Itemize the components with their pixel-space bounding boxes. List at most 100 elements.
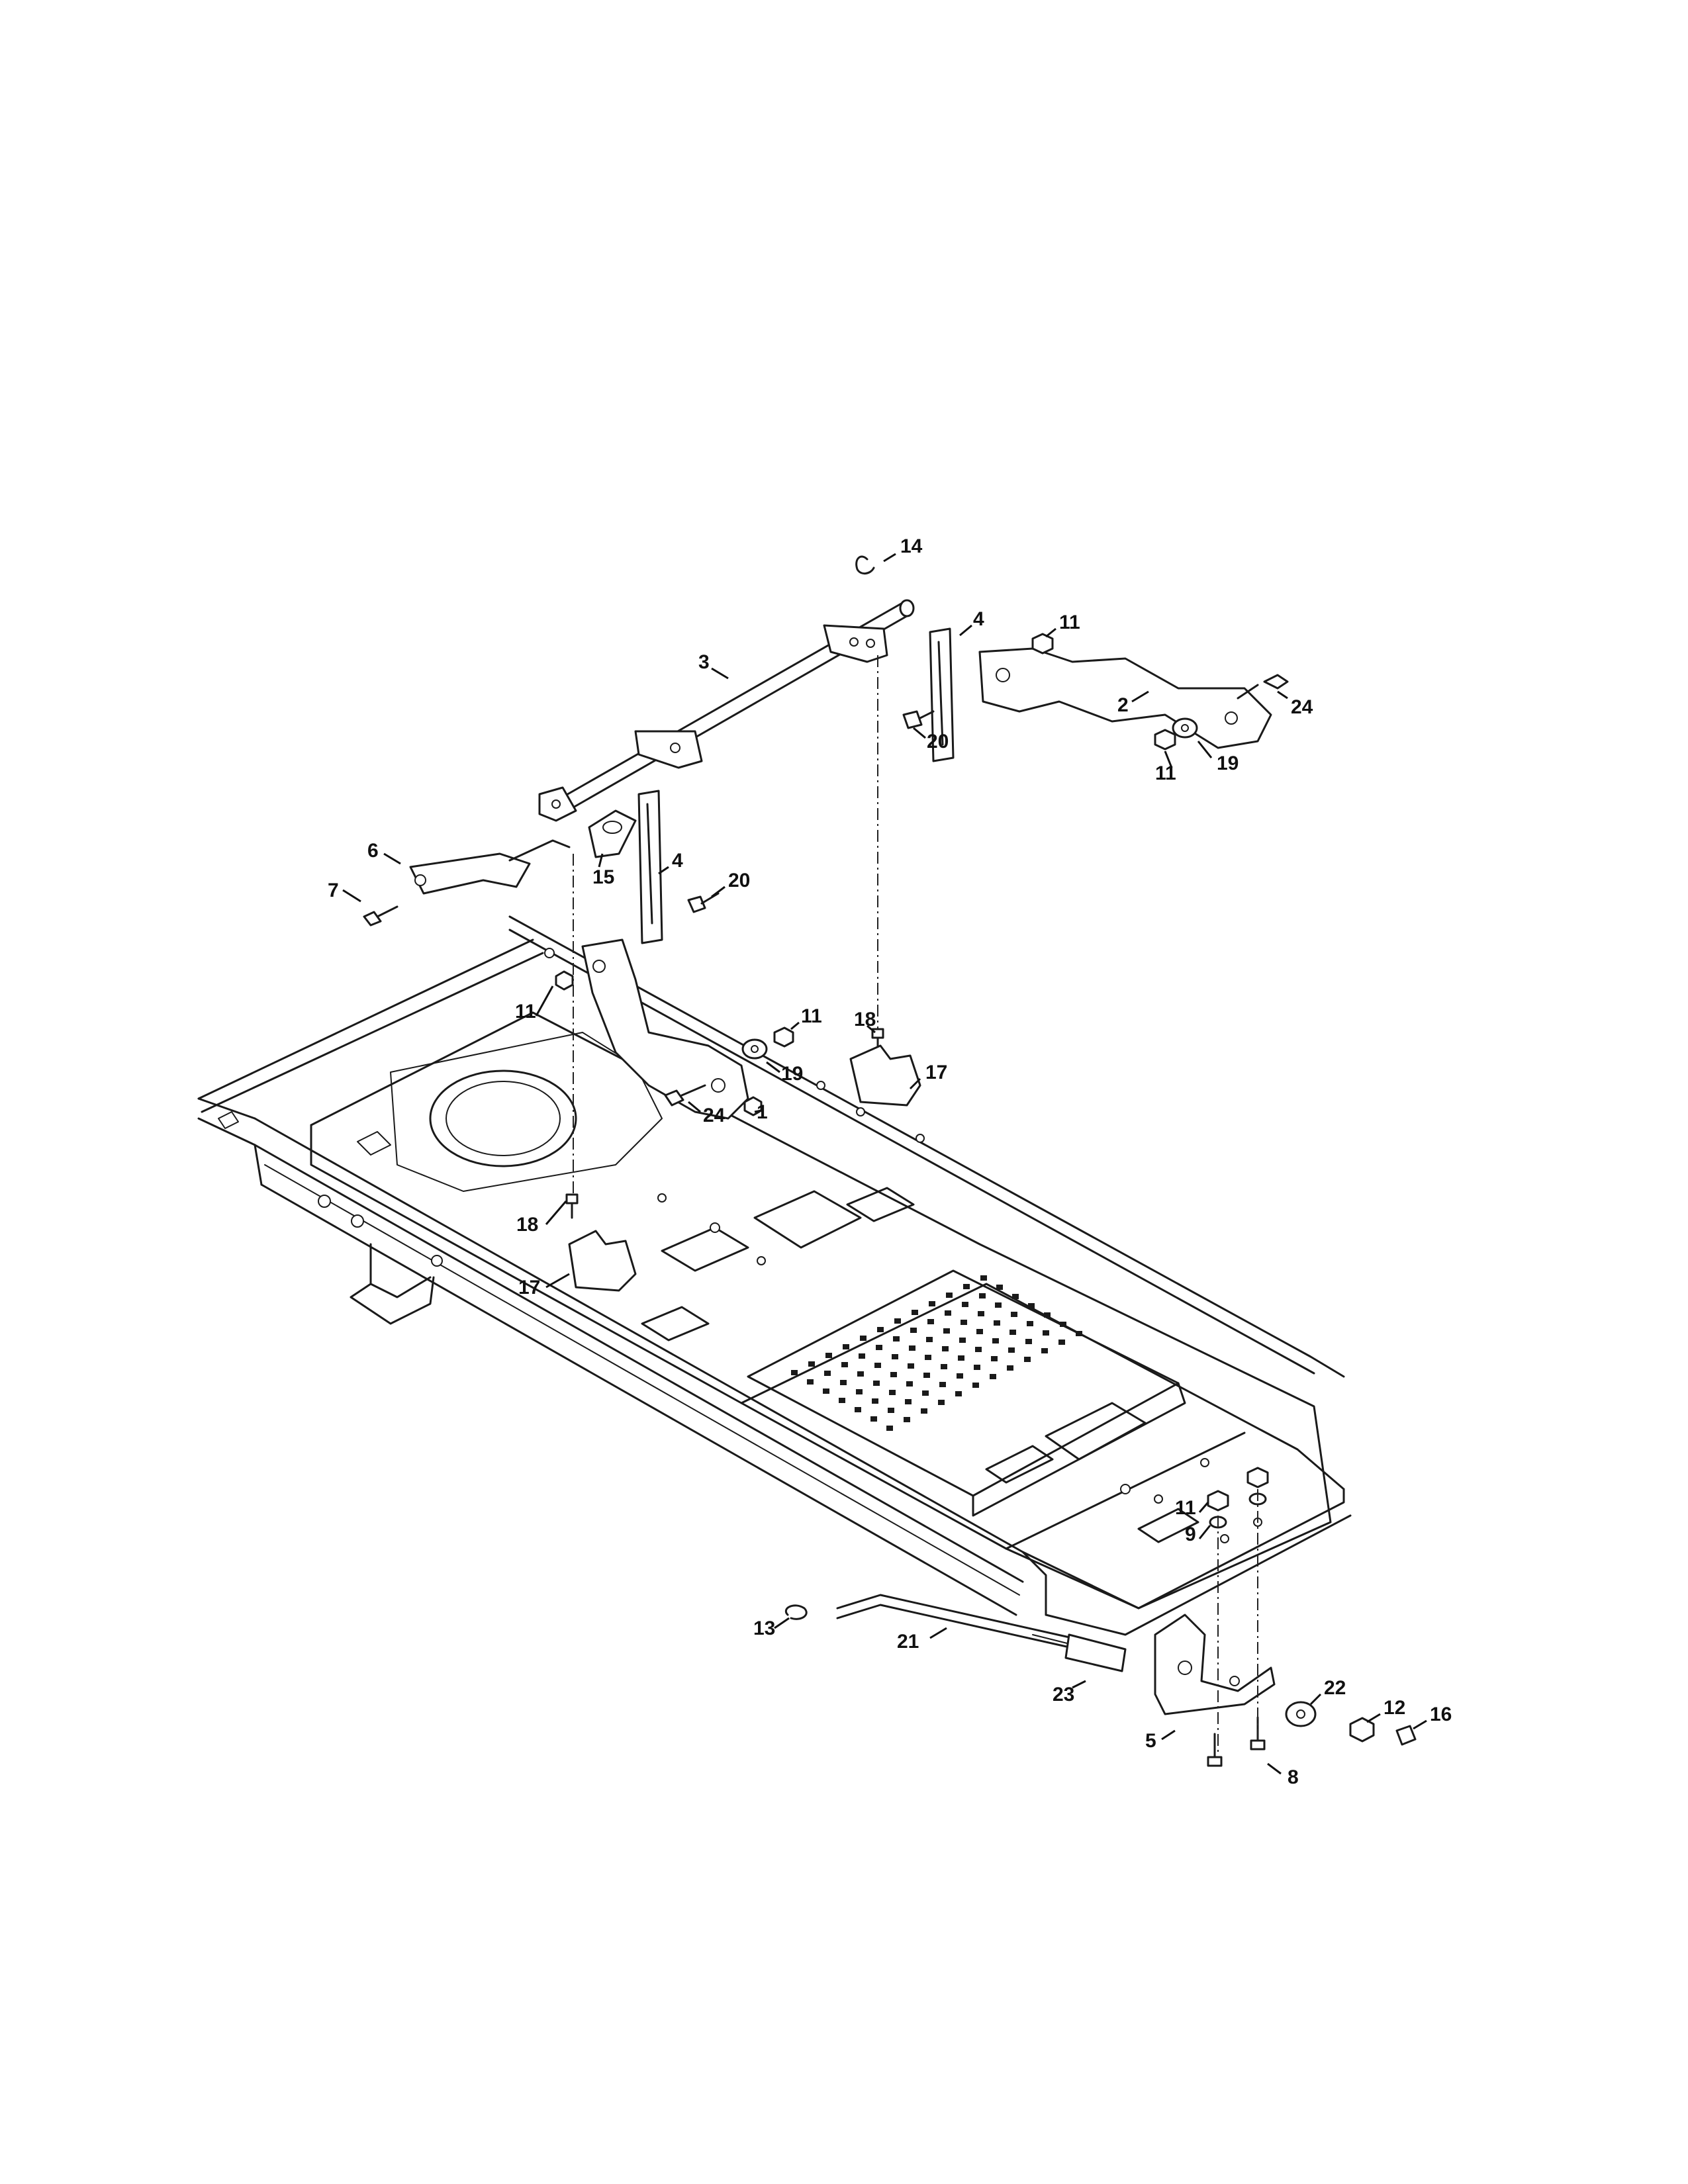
perforation: [923, 1373, 930, 1378]
callout-label: 8: [1288, 1766, 1299, 1788]
perforation: [856, 1389, 863, 1394]
callout-label: 2: [1117, 694, 1129, 716]
callout-label: 9: [1185, 1524, 1196, 1545]
perforation: [912, 1310, 918, 1315]
callout-label: 24: [1291, 696, 1313, 718]
perforation: [892, 1354, 898, 1359]
perforation: [874, 1363, 881, 1368]
perforation: [995, 1302, 1002, 1308]
perforation: [1027, 1321, 1033, 1326]
perforation: [791, 1370, 798, 1375]
perforation: [855, 1407, 861, 1412]
callout-label: 23: [1053, 1684, 1074, 1706]
perforation: [991, 1356, 998, 1361]
perforation: [1028, 1303, 1035, 1308]
callout-label: 17: [925, 1062, 947, 1083]
frame-assembly: [197, 915, 1352, 1636]
perforation: [996, 1285, 1003, 1290]
perforation: [840, 1380, 847, 1385]
callout-label: 15: [592, 866, 614, 888]
perforation: [823, 1388, 829, 1394]
perforation: [839, 1398, 845, 1403]
perforation: [808, 1361, 815, 1367]
perforation: [1008, 1347, 1015, 1353]
perforation: [909, 1345, 915, 1351]
perforation: [925, 1355, 931, 1360]
callout-label: 14: [900, 535, 923, 557]
callout-label: 19: [781, 1063, 803, 1085]
perforation: [841, 1362, 848, 1367]
perforation: [905, 1399, 912, 1404]
callout-label: 11: [1155, 762, 1176, 784]
perforation: [963, 1284, 970, 1289]
perforation: [877, 1327, 884, 1332]
perforation: [959, 1338, 966, 1343]
perforation: [1044, 1312, 1051, 1318]
perforation: [910, 1328, 917, 1333]
e-clip-icon: [855, 555, 875, 574]
perforation: [906, 1381, 913, 1387]
callout-label: 5: [1145, 1730, 1156, 1752]
perforation: [872, 1398, 878, 1404]
perforation: [958, 1355, 964, 1361]
perforation: [927, 1319, 934, 1324]
callout-label: 24: [703, 1105, 726, 1126]
perforation: [888, 1408, 894, 1413]
perforation: [976, 1329, 983, 1334]
callout-label: 4: [973, 608, 984, 630]
perforation: [908, 1363, 914, 1369]
perforation: [1012, 1294, 1019, 1299]
perforation: [975, 1347, 982, 1352]
callout-label: 18: [854, 1009, 876, 1030]
callout-label: 4: [672, 850, 683, 872]
perforation: [978, 1311, 984, 1316]
perforation: [943, 1328, 950, 1334]
callout-label: 12: [1383, 1697, 1405, 1719]
callout-label: 13: [753, 1617, 775, 1639]
callout-label: 3: [698, 651, 710, 673]
perforation: [893, 1336, 900, 1342]
perforation: [945, 1310, 951, 1316]
perforation: [962, 1302, 968, 1307]
callout-label: 21: [897, 1631, 919, 1653]
floor-pan-perforations: [791, 1275, 1082, 1431]
perforation: [843, 1344, 849, 1349]
perforation: [980, 1275, 987, 1281]
perforation: [1041, 1348, 1048, 1353]
perforation: [873, 1381, 880, 1386]
callout-label: 6: [367, 840, 379, 862]
perforation: [961, 1320, 967, 1325]
perforation: [807, 1379, 814, 1385]
lift-shaft-assembly: [409, 599, 1276, 1715]
perforation: [825, 1353, 832, 1358]
perforation: [1060, 1322, 1066, 1327]
callout-label: 20: [927, 731, 949, 752]
perforation: [922, 1390, 929, 1396]
perforation: [904, 1417, 910, 1422]
perforation: [939, 1382, 946, 1387]
perforation: [894, 1318, 901, 1324]
perforation: [979, 1293, 986, 1298]
callout-label: 22: [1324, 1677, 1346, 1699]
perforation: [942, 1346, 949, 1351]
perforation: [994, 1320, 1000, 1326]
callout-label: 7: [328, 880, 339, 901]
perforation: [921, 1408, 927, 1414]
perforation: [859, 1353, 865, 1359]
callout-leaders: [342, 553, 1427, 1775]
perforation: [1043, 1330, 1049, 1336]
callout-label: 19: [1217, 752, 1239, 774]
callout-label: 20: [728, 870, 750, 891]
perforation: [890, 1372, 897, 1377]
perforation: [992, 1338, 999, 1343]
perforation: [929, 1301, 935, 1306]
callout-label: 11: [801, 1005, 822, 1027]
frame-holes: [318, 948, 1262, 1543]
perforation: [889, 1390, 896, 1395]
perforation: [990, 1374, 996, 1379]
perforation: [1007, 1365, 1013, 1371]
callout-label: 17: [518, 1277, 540, 1298]
perforation: [876, 1345, 882, 1350]
